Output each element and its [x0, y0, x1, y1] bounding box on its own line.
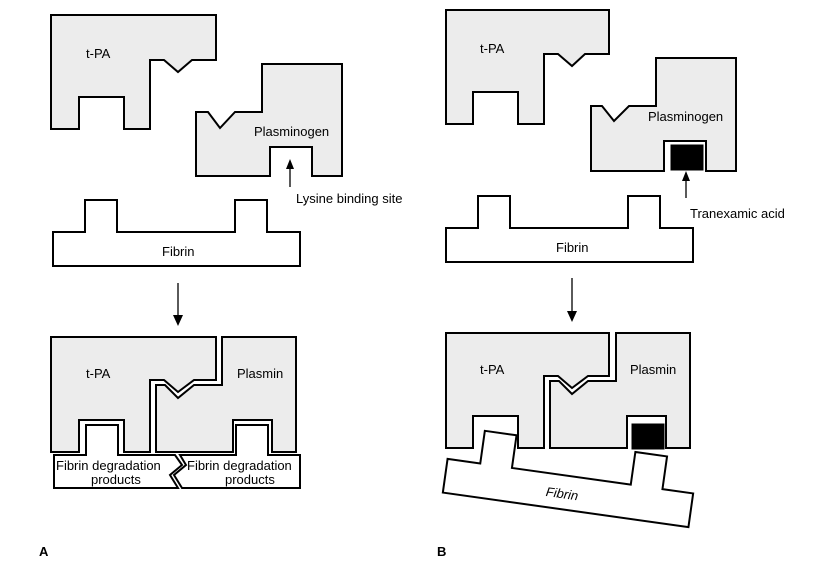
tpa-label-top-a: t-PA	[86, 46, 111, 61]
fdp-left-shape	[53, 424, 184, 489]
tranexamic-acid-block-bottom	[631, 423, 665, 450]
fibrin-shape-a	[52, 199, 301, 267]
plasmin-shape-a	[155, 336, 297, 453]
fibrin-shape-tilted	[441, 429, 695, 529]
plasmin-shape-b	[549, 332, 691, 449]
tpa-label-top-b: t-PA	[480, 41, 505, 56]
tpa-shape-top-a	[50, 14, 217, 130]
fdp-left-label-line2: products	[91, 472, 141, 487]
panel-a-letter: A	[39, 544, 49, 559]
fibrin-label-b: Fibrin	[556, 240, 589, 255]
tranexamic-acid-block-top	[670, 144, 704, 171]
tilted-fibrin: Fibrin	[441, 429, 695, 529]
fdp-right-label-line2: products	[225, 472, 275, 487]
fibrin-label-tilted: Fibrin	[545, 484, 579, 503]
tpa-shape-bottom-b	[445, 332, 610, 449]
panel-a: t-PA Plasminogen Lysine binding site Fib…	[39, 14, 402, 559]
fibrin-label-a: Fibrin	[162, 244, 195, 259]
tpa-label-bottom-a: t-PA	[86, 366, 111, 381]
panel-b: t-PA Plasminogen Tranexamic acid Fibrin …	[437, 9, 785, 559]
plasmin-label-b: Plasmin	[630, 362, 676, 377]
plasminogen-label-a: Plasminogen	[254, 124, 329, 139]
plasminogen-shape-b	[590, 57, 737, 172]
lysine-arrowhead-a	[286, 159, 294, 169]
fibrin-shape-b	[445, 195, 694, 263]
tranexamic-arrowhead	[682, 171, 690, 181]
plasminogen-label-b: Plasminogen	[648, 109, 723, 124]
fdp-left-label-line1: Fibrin degradation	[56, 458, 161, 473]
down-arrowhead-a	[173, 315, 183, 326]
fdp-right-label-line1: Fibrin degradation	[187, 458, 292, 473]
plasminogen-shape-a	[195, 63, 343, 177]
panel-b-letter: B	[437, 544, 446, 559]
down-arrowhead-b	[567, 311, 577, 322]
tpa-shape-bottom-a	[50, 336, 217, 453]
tranexamic-label: Tranexamic acid	[690, 206, 785, 221]
fdp-right-shape	[172, 424, 301, 489]
lysine-site-label: Lysine binding site	[296, 191, 402, 206]
tpa-label-bottom-b: t-PA	[480, 362, 505, 377]
plasmin-label-a: Plasmin	[237, 366, 283, 381]
tpa-shape-top-b	[445, 9, 610, 125]
